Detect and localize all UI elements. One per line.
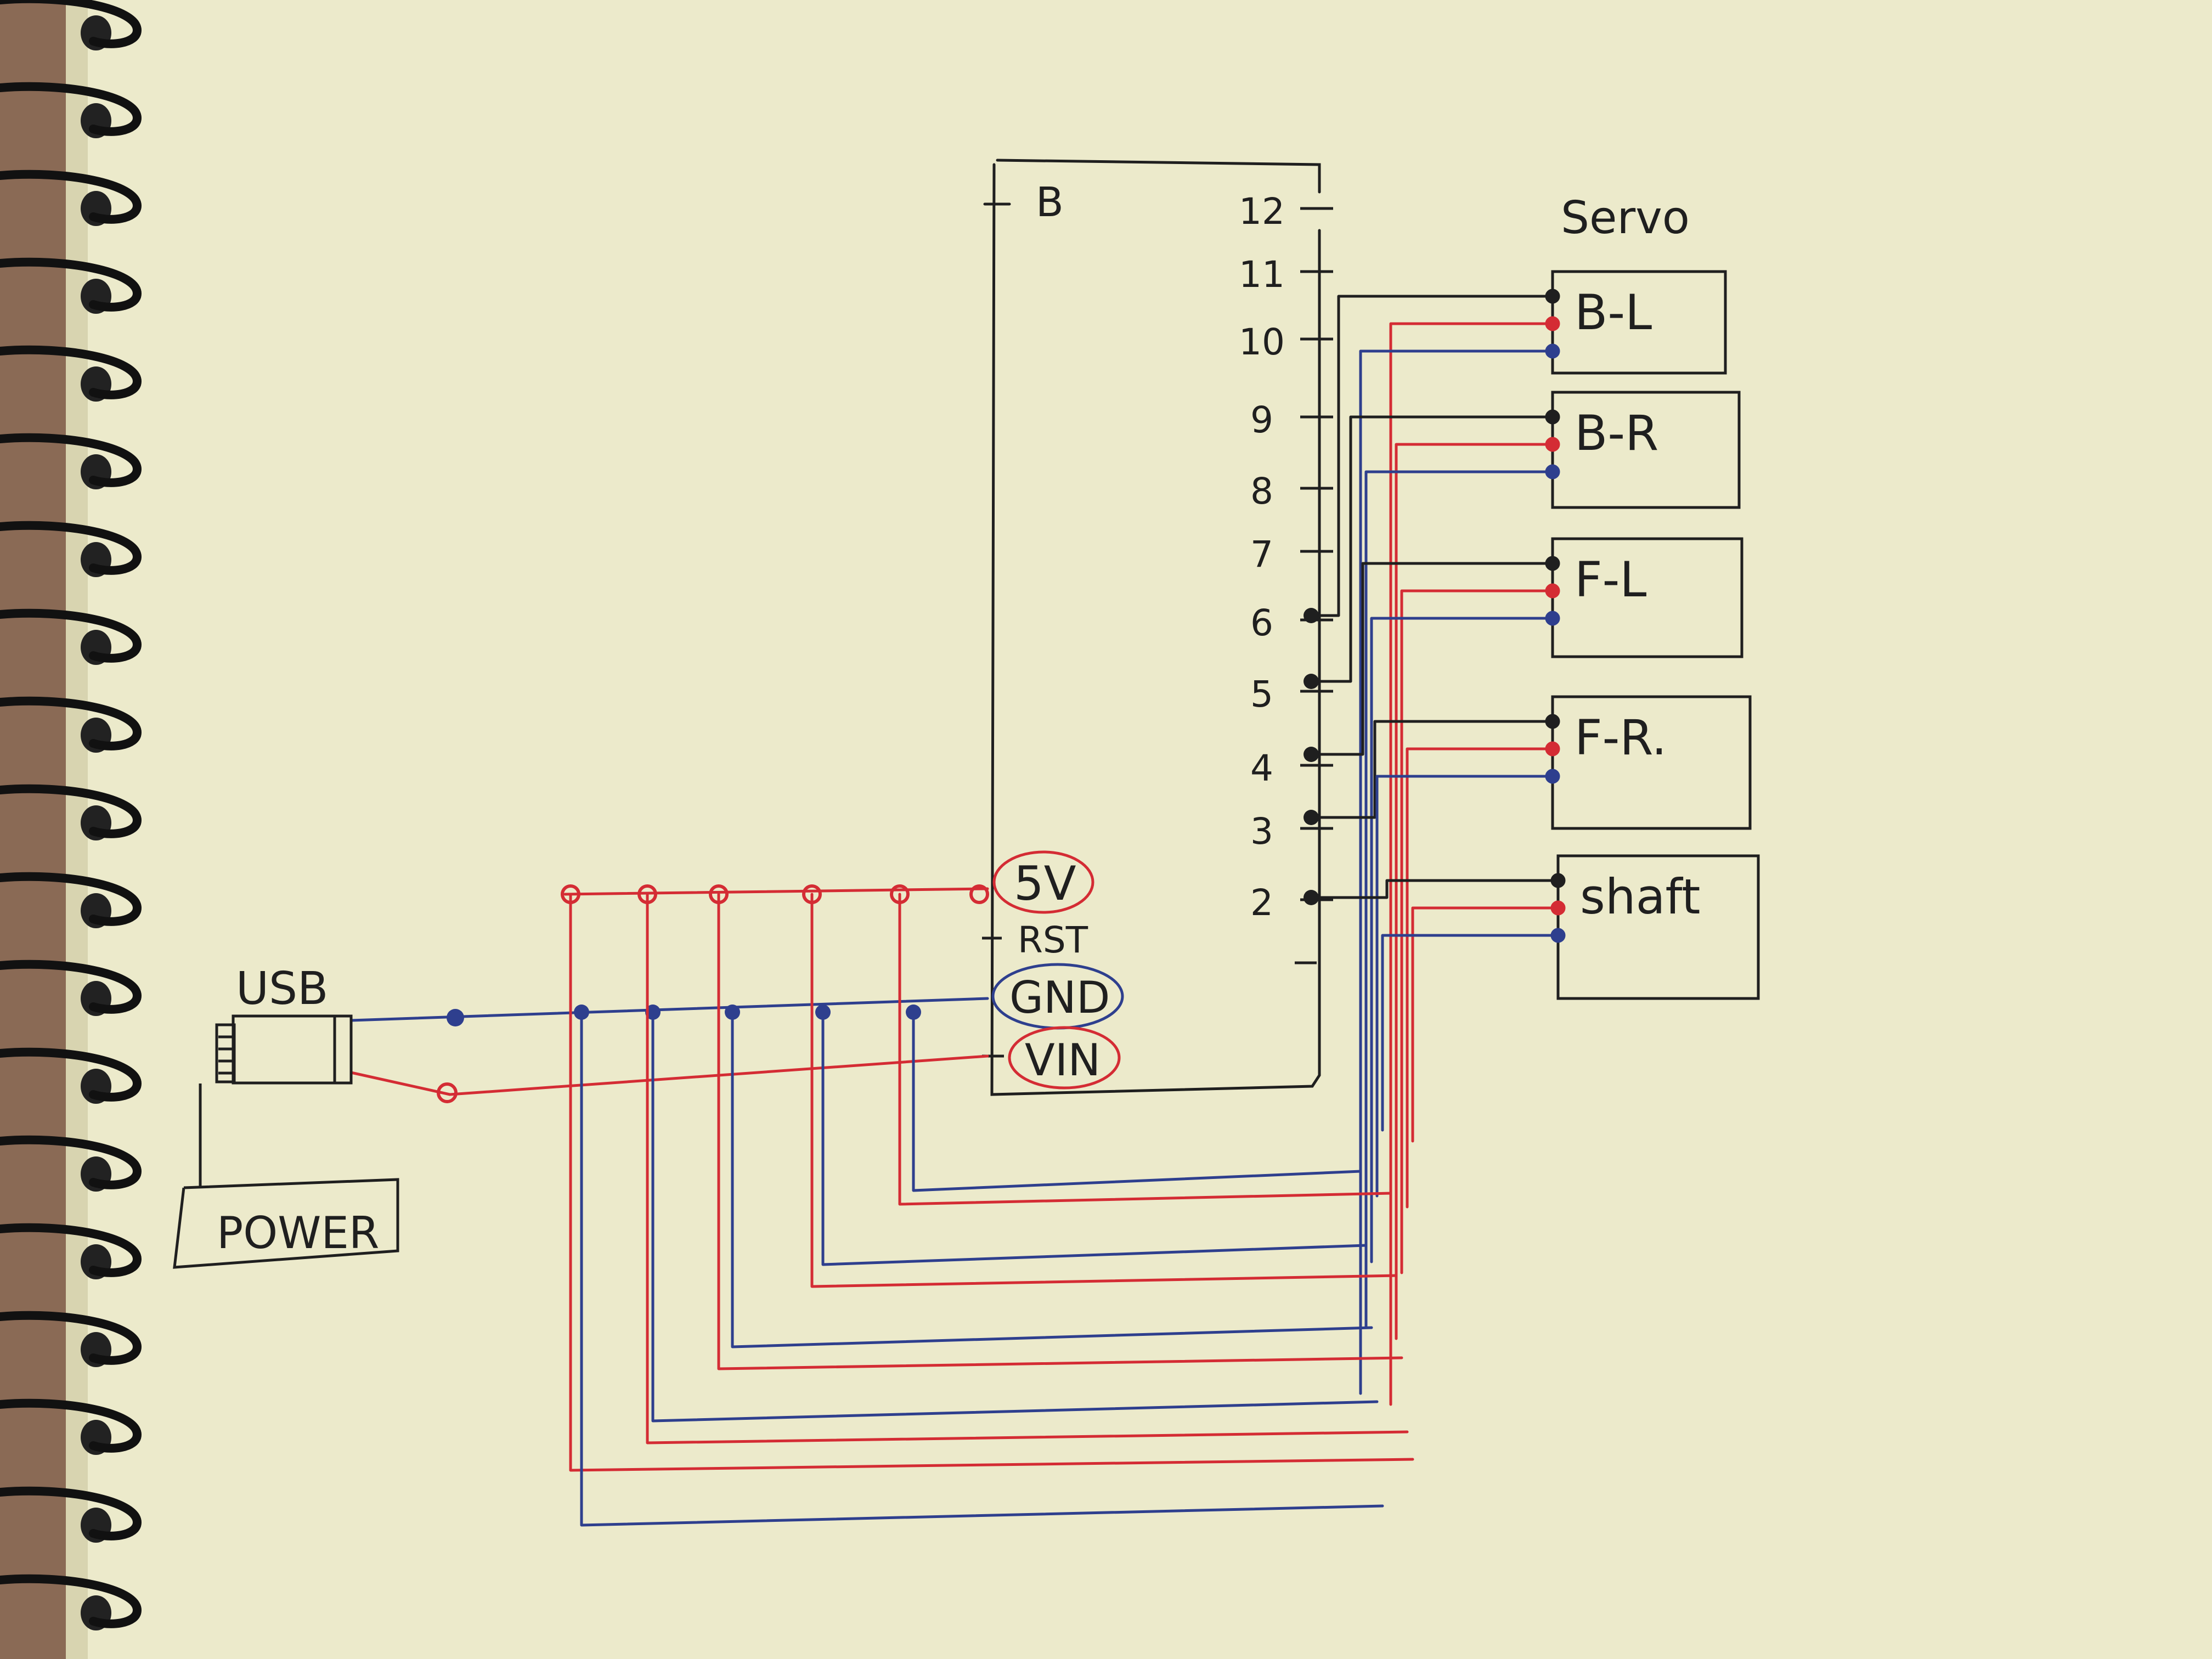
5v-junction: [969, 884, 989, 904]
power-wire: [1395, 443, 1554, 1340]
vin-junction: [437, 1082, 458, 1103]
return-red-wire: [569, 893, 1414, 1472]
return-blue-wire: [731, 1011, 1373, 1348]
ground-wire: [1364, 470, 1554, 1329]
vin-pin-label: VIN: [1025, 1035, 1101, 1086]
spiral-ring: [0, 1398, 142, 1453]
wiring: [349, 295, 1560, 1527]
spiral-ring: [0, 1486, 142, 1541]
spiral-ring: [0, 521, 142, 575]
pin-label: 4: [1250, 747, 1273, 789]
pin-label: 11: [1239, 253, 1285, 296]
spiral-ring: [0, 1135, 142, 1189]
arduino-board: [983, 159, 1321, 1096]
servo-label: shaft: [1580, 868, 1700, 925]
spiral-ring: [0, 170, 142, 224]
servo-boxes: B-L B-R F-L F-R. shaft: [1545, 270, 1760, 1000]
ground-wire: [1375, 775, 1554, 1198]
signal-wire: [1310, 562, 1554, 756]
power-block: [173, 1084, 399, 1269]
ground-wire: [1381, 934, 1560, 1132]
spiral-ring: [0, 1574, 142, 1628]
signal-wire: [1310, 295, 1554, 617]
spiral-ring: [0, 784, 142, 838]
servo-box: [1551, 695, 1752, 830]
return-blue-wire: [580, 1011, 1384, 1527]
power-wire: [1411, 906, 1560, 1143]
gnd-pin-label: GND: [1009, 972, 1110, 1023]
digital-pin-labels: 12 11 10 9 8 7 6 5 4 3 2: [1239, 190, 1333, 964]
pin-label: 12: [1239, 190, 1285, 233]
servo-label: F-L: [1575, 551, 1646, 608]
ground-wire: [1370, 617, 1554, 1263]
power-wire: [1406, 747, 1554, 1209]
signal-wire: [1310, 415, 1554, 683]
servo-title: Servo: [1561, 192, 1690, 244]
usb-connector: [215, 1014, 353, 1085]
spiral-ring: [0, 82, 142, 136]
signal-wire: [1310, 879, 1560, 899]
5v-bus: [563, 887, 989, 896]
spiral-ring: [0, 257, 142, 312]
5v-pin-circle: [992, 850, 1094, 914]
spiral-ring: [0, 696, 142, 751]
spiral-ring: [0, 1047, 142, 1102]
return-red-wire: [646, 893, 1409, 1444]
return-red-wire: [717, 893, 1403, 1370]
usb-label: USB: [236, 963, 328, 1015]
vin-wire: [349, 1054, 989, 1096]
return-red-wire: [810, 893, 1398, 1288]
pin-junction: [1304, 674, 1319, 689]
servo-label: B-R: [1575, 405, 1658, 461]
spiral-ring: [0, 608, 142, 663]
pin-label: 9: [1250, 399, 1273, 441]
spiral-ring: [0, 433, 142, 487]
return-red-wire: [898, 893, 1392, 1206]
pin-label: 6: [1250, 602, 1273, 644]
power-wire: [1400, 589, 1554, 1274]
pin-label: 5: [1250, 673, 1273, 715]
spiral-binding: [0, 0, 142, 1630]
gnd-junction: [447, 1009, 464, 1026]
pin-junction: [1304, 810, 1319, 825]
signal-wire: [1310, 720, 1554, 819]
return-blue-wire: [912, 1011, 1362, 1192]
servo-label: F-R.: [1575, 709, 1667, 766]
pin-junction: [1304, 608, 1319, 623]
5v-pin-label: 5V: [1014, 856, 1076, 911]
pin-label: 3: [1250, 810, 1273, 853]
pin-label: 2: [1250, 882, 1273, 924]
return-blue-wire: [821, 1011, 1368, 1266]
rst-pin-label: RST: [1018, 919, 1088, 961]
spiral-ring: [0, 1223, 142, 1277]
power-wire: [1389, 322, 1554, 1406]
pin-junction: [1304, 890, 1319, 905]
pin-label: 10: [1239, 321, 1285, 363]
pin-label: 7: [1250, 533, 1273, 575]
power-label: POWER: [217, 1207, 379, 1259]
return-blue-wire: [651, 1011, 1379, 1423]
spiral-ring: [0, 872, 142, 926]
spiral-ring: [0, 1311, 142, 1365]
paper-sheet: [66, 0, 2212, 1659]
ground-wire: [1359, 349, 1554, 1395]
vin-pin-circle: [1008, 1026, 1121, 1090]
pin-b-label: B: [1036, 179, 1064, 226]
spiral-ring: [0, 960, 142, 1014]
power-pin-group: 5V RST GND VIN: [982, 850, 1124, 1090]
spiral-ring: [0, 345, 142, 399]
servo-box: [1556, 854, 1760, 1000]
spiral-ring: [0, 0, 142, 48]
pin-junction: [1304, 747, 1319, 762]
pin-label: 8: [1250, 470, 1273, 512]
servo-label: B-L: [1575, 284, 1652, 341]
